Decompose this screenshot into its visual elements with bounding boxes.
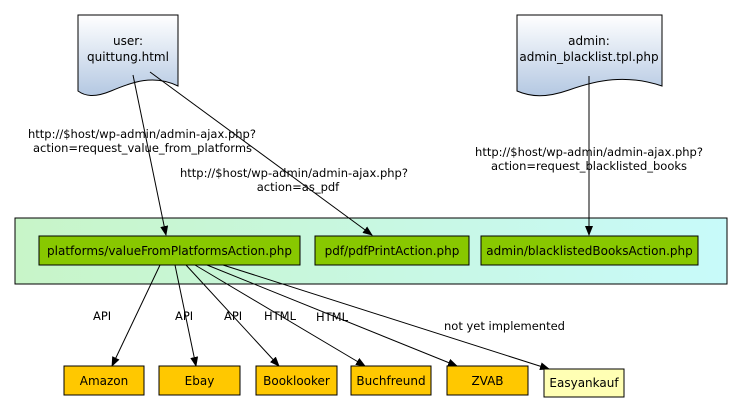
action-node-pdf-label: pdf/pdfPrintAction.php <box>325 244 460 258</box>
edge-label-amazon: API <box>93 309 111 323</box>
platform-node-zvab: ZVAB <box>446 365 529 396</box>
request-label-platforms-line2: action=request_value_from_platforms <box>33 141 252 155</box>
action-node-blacklist: admin/blacklistedBooksAction.php <box>480 235 699 266</box>
action-node-platforms-box <box>38 235 301 266</box>
platform-node-zvab-label: ZVAB <box>471 374 503 388</box>
user-document-label-line1: user: <box>113 34 143 48</box>
platform-node-buchfreund-label: Buchfreund <box>356 374 425 388</box>
action-node-pdf-box <box>314 235 470 266</box>
action-node-platforms-label: platforms/valueFromPlatformsAction.php <box>47 244 292 258</box>
edge-label-easyankauf: not yet implemented <box>444 319 565 333</box>
platform-node-buchfreund: Buchfreund <box>350 365 432 396</box>
request-label-blacklist-line2: action=request_blacklisted_books <box>491 159 687 173</box>
platform-edge-ebay <box>174 264 199 367</box>
request-edge-platforms <box>132 74 169 236</box>
platform-node-booklooker: Booklooker <box>255 365 338 396</box>
request-label-pdf-line1: http://$host/wp-admin/admin-ajax.php? <box>180 166 408 180</box>
user-document-label-line2: quittung.html <box>87 50 169 64</box>
platform-edge-buchfreund <box>194 264 366 367</box>
platform-edge-amazon <box>111 264 161 367</box>
platform-node-zvab-box <box>446 365 529 396</box>
user-document: user: quittung.html <box>77 14 179 96</box>
platform-edge-zvab <box>206 264 458 367</box>
platform-node-easyankauf-box <box>543 368 625 398</box>
edge-label-ebay: API <box>175 309 193 323</box>
platform-node-buchfreund-box <box>350 365 432 396</box>
edge-label-zvab: HTML <box>316 310 349 324</box>
admin-document-shape <box>516 14 663 97</box>
edge-label-buchfreund: HTML <box>264 309 297 323</box>
platform-node-ebay: Ebay <box>158 365 241 396</box>
platform-node-amazon-label: Amazon <box>80 374 129 388</box>
platform-node-booklooker-box <box>255 365 338 396</box>
platform-node-ebay-box <box>158 365 241 396</box>
platform-node-easyankauf-label: Easyankauf <box>549 376 619 390</box>
admin-document-label-line2: admin_blacklist.tpl.php <box>519 50 658 64</box>
user-document-shape <box>77 14 179 96</box>
action-node-platforms: platforms/valueFromPlatformsAction.php <box>38 235 301 266</box>
request-edge-pdf <box>149 71 373 236</box>
request-label-blacklist-line1: http://$host/wp-admin/admin-ajax.php? <box>475 145 703 159</box>
edge-label-booklooker: API <box>224 309 242 323</box>
request-label-platforms-line1: http://$host/wp-admin/admin-ajax.php? <box>28 127 256 141</box>
platform-node-ebay-label: Ebay <box>185 374 215 388</box>
platform-node-amazon: Amazon <box>63 365 145 396</box>
admin-document: admin: admin_blacklist.tpl.php <box>516 14 663 97</box>
admin-document-label-line1: admin: <box>568 34 610 48</box>
platform-node-easyankauf: Easyankauf <box>543 368 625 398</box>
action-node-pdf: pdf/pdfPrintAction.php <box>314 235 470 266</box>
action-node-blacklist-box <box>480 235 699 266</box>
platform-node-amazon-box <box>63 365 145 396</box>
platform-edge-easyankauf <box>222 264 550 371</box>
request-label-pdf-line2: action=as_pdf <box>257 180 340 194</box>
platform-node-booklooker-label: Booklooker <box>263 374 330 388</box>
action-node-blacklist-label: admin/blacklistedBooksAction.php <box>486 244 692 258</box>
platform-edge-booklooker <box>185 264 280 367</box>
